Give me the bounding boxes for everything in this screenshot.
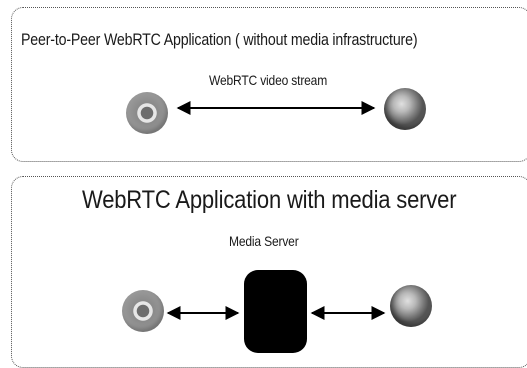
chrome-icon bbox=[122, 290, 164, 332]
chrome-icon bbox=[126, 92, 168, 134]
p2p-panel-title: Peer-to-Peer WebRTC Application ( withou… bbox=[21, 31, 418, 49]
media-server-label: Media Server bbox=[229, 233, 299, 249]
p2p-panel bbox=[11, 7, 527, 162]
video-stream-label: WebRTC video stream bbox=[209, 72, 328, 88]
media-server-box bbox=[244, 270, 307, 353]
firefox-icon bbox=[390, 285, 432, 327]
media-server-panel-title: WebRTC Application with media server bbox=[82, 186, 457, 214]
firefox-icon bbox=[384, 88, 426, 130]
